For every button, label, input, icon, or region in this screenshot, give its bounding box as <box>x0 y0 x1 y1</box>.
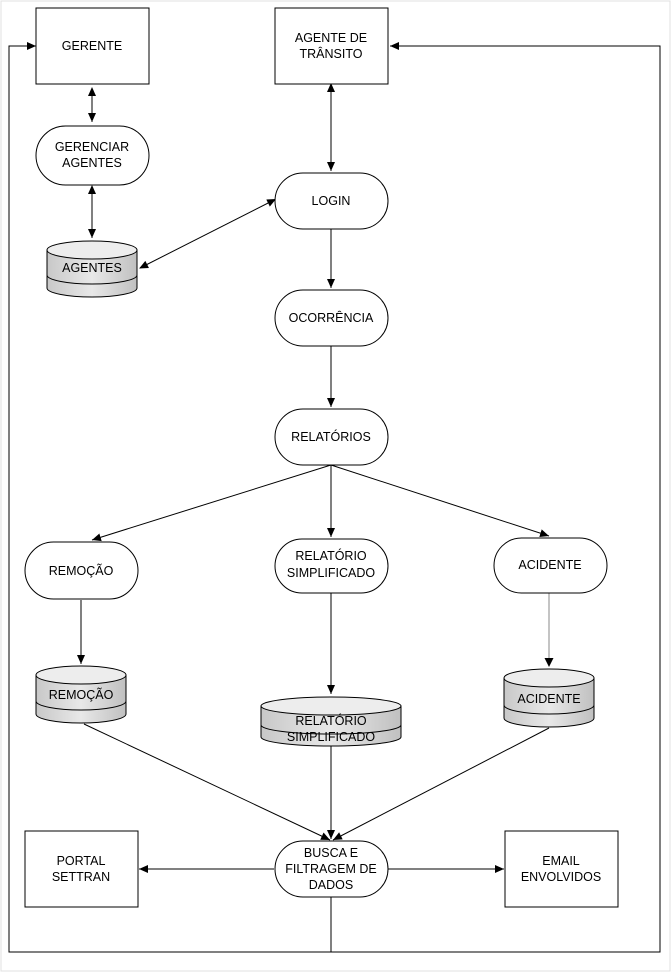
node-agente-transito: AGENTE DE TRÂNSITO <box>274 7 389 85</box>
node-simplificado-line2: SIMPLIFICADO <box>287 566 375 580</box>
node-gerente: GERENTE <box>35 7 150 85</box>
loop-to-gerente <box>8 42 331 953</box>
node-busca-line2: FILTRAGEM DE <box>285 862 376 876</box>
node-email-line1: EMAIL <box>542 854 580 868</box>
loop-to-agente <box>330 42 661 953</box>
node-acidente-label: ACIDENTE <box>518 558 581 572</box>
node-remocao: REMOÇÃO <box>24 541 139 600</box>
node-ocorrencia-label: OCORRÊNCIA <box>289 310 374 325</box>
edge-remocaodb-busca <box>83 723 331 841</box>
node-portal-settran: PORTAL SETTRAN <box>24 830 139 908</box>
node-portal-line1: PORTAL <box>57 854 106 868</box>
db-remocao-label: REMOÇÃO <box>49 688 114 702</box>
edge-agentesdb-login <box>139 198 277 269</box>
node-gerenciar-agentes: GERENCIAR AGENTES <box>35 125 150 186</box>
node-email-envolvidos: EMAIL ENVOLVIDOS <box>504 830 619 908</box>
db-relatorio-simplificado: RELATÓRIO SIMPLIFICADO <box>260 696 402 747</box>
node-relatorios-label: RELATÓRIOS <box>291 429 371 444</box>
node-busca-line1: BUSCA E <box>304 846 358 860</box>
node-remocao-label: REMOÇÃO <box>49 564 114 578</box>
edge-acidente-db-head <box>544 658 554 667</box>
node-busca-line3: DADOS <box>309 878 353 892</box>
node-agente-transito-line1: AGENTE DE <box>295 31 367 45</box>
node-gerente-label: GERENTE <box>62 39 122 53</box>
node-email-line2: ENVOLVIDOS <box>521 870 601 884</box>
node-relatorio-simplificado: RELATÓRIO SIMPLIFICADO <box>274 538 389 594</box>
db-agentes: AGENTES <box>46 240 138 298</box>
db-simplificado-line1: RELATÓRIO <box>295 713 367 728</box>
node-busca-filtragem: BUSCA E FILTRAGEM DE DADOS <box>274 840 389 898</box>
connectors <box>8 42 661 953</box>
node-login: LOGIN <box>274 172 389 230</box>
db-agentes-label: AGENTES <box>62 261 122 275</box>
db-remocao: REMOÇÃO <box>35 665 127 724</box>
db-acidente-label: ACIDENTE <box>517 692 580 706</box>
edge-relatorios-remocao <box>91 464 332 542</box>
node-acidente: ACIDENTE <box>493 537 608 594</box>
node-gerenciar-line1: GERENCIAR <box>55 140 129 154</box>
node-relatorios: RELATÓRIOS <box>274 408 389 466</box>
node-agente-transito-line2: TRÂNSITO <box>300 46 363 61</box>
edge-acidentedb-busca <box>332 727 550 841</box>
db-simplificado-line2: SIMPLIFICADO <box>287 730 375 744</box>
edge-relatorios-acidente <box>330 464 550 538</box>
node-login-label: LOGIN <box>312 194 351 208</box>
node-ocorrencia: OCORRÊNCIA <box>274 289 389 347</box>
node-simplificado-line1: RELATÓRIO <box>295 548 367 563</box>
node-gerenciar-line2: AGENTES <box>62 156 122 170</box>
db-acidente: ACIDENTE <box>503 668 595 728</box>
node-portal-line2: SETTRAN <box>52 870 110 884</box>
